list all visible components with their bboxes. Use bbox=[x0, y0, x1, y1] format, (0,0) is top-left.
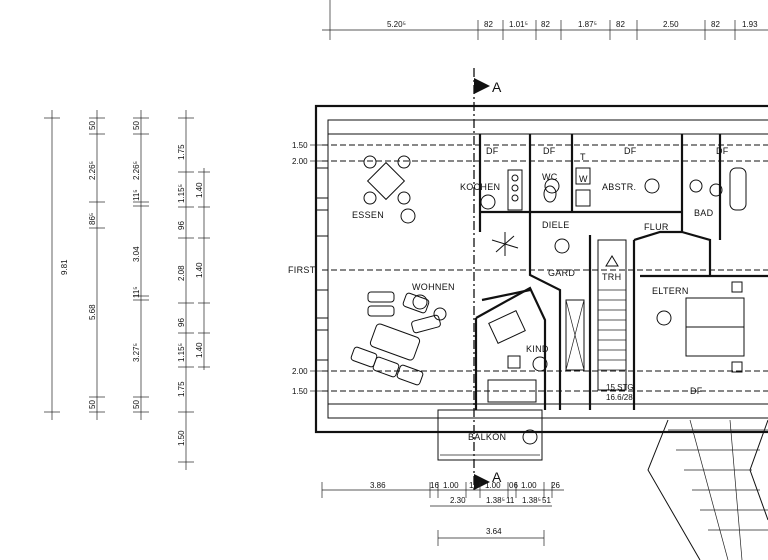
dim-left4-0: 1.40 bbox=[195, 182, 204, 198]
room-label-kind: KIND bbox=[526, 344, 549, 354]
detector-icon bbox=[544, 178, 560, 194]
dim-bottom2-1: 1.38⁵ bbox=[486, 496, 505, 505]
dormer bbox=[647, 419, 768, 560]
level-2: 2.00 bbox=[292, 157, 308, 166]
dim-bottom-2: 1.00 bbox=[443, 481, 459, 490]
dim-bottom2-4: 51 bbox=[542, 496, 551, 505]
detector-icon bbox=[522, 429, 538, 445]
df-label: DF bbox=[543, 146, 556, 156]
section-marker-bottom: A bbox=[492, 469, 502, 485]
dim-left2-3: 3.04 bbox=[132, 246, 141, 262]
w-label: W bbox=[579, 174, 588, 184]
dim-bottom-total: 3.64 bbox=[486, 527, 502, 536]
df-label: DF bbox=[624, 146, 637, 156]
room-label-first: FIRST bbox=[288, 265, 316, 275]
dim-left3-5: 1.15⁵ bbox=[177, 343, 186, 362]
detector-icon bbox=[644, 178, 660, 194]
room-label-balkon: BALKON bbox=[468, 432, 506, 442]
dim-bottom-1: 16 bbox=[430, 481, 439, 490]
section-line: A A bbox=[473, 68, 502, 490]
stair-note-1: 15 STG bbox=[606, 383, 634, 392]
dim-left1-3: 5.68 bbox=[88, 304, 97, 320]
room-label-trh: TRH bbox=[602, 272, 621, 282]
dim-left1-1: 2.26⁵ bbox=[88, 161, 97, 180]
dim-bottom-4: 1.00 bbox=[485, 481, 501, 490]
room-labels: ESSEN KOCHEN WC ABSTR. BAD DIELE FLUR GA… bbox=[288, 146, 729, 442]
dim-left2-5: 3.27⁵ bbox=[132, 343, 141, 362]
room-label-abstr: ABSTR. bbox=[602, 182, 636, 192]
room-label-eltern: ELTERN bbox=[652, 286, 689, 296]
detector-icon bbox=[532, 356, 548, 372]
dim-left1-0: 50 bbox=[88, 121, 97, 130]
dim-left2-2: 11⁵ bbox=[132, 189, 141, 201]
dim-bottom-6: 1.00 bbox=[521, 481, 537, 490]
roof-lines bbox=[322, 144, 768, 392]
detector-symbols bbox=[400, 178, 672, 445]
dim-bottom2-2: 11 bbox=[506, 496, 515, 505]
dim-left3-2: 96 bbox=[177, 221, 186, 230]
df-label: DF bbox=[486, 146, 499, 156]
room-label-wohnen: WOHNEN bbox=[412, 282, 455, 292]
left-dimension-chains: 9.81 50 2.26⁵ 86⁵ 5.68 50 50 2.26⁵ 11⁵ 3… bbox=[44, 110, 210, 470]
dim-bottom2-3: 1.38⁵ bbox=[522, 496, 541, 505]
level-3: 2.00 bbox=[292, 367, 308, 376]
dim-top-0: 5.20⁵ bbox=[387, 20, 406, 29]
dim-left3-7: 1.50 bbox=[177, 430, 186, 446]
interior-walls bbox=[474, 134, 768, 410]
dim-top-8: 1.93 bbox=[742, 20, 758, 29]
df-label: DF bbox=[716, 146, 729, 156]
room-label-kochen: KOCHEN bbox=[460, 182, 500, 192]
t-label: T bbox=[580, 152, 586, 162]
dim-bottom-7: 26 bbox=[551, 481, 560, 490]
dim-left3-4: 96 bbox=[177, 318, 186, 327]
dim-left3-3: 2.08 bbox=[177, 265, 186, 281]
dim-left-total: 9.81 bbox=[60, 259, 69, 275]
top-dimension-chain: 5.20⁵ 82 1.01⁵ 82 1.87⁵ 82 2.50 82 1.93 bbox=[322, 0, 768, 40]
dim-left2-0: 50 bbox=[132, 121, 141, 130]
level-4: 1.50 bbox=[292, 387, 308, 396]
room-label-diele: DIELE bbox=[542, 220, 570, 230]
dim-top-5: 82 bbox=[616, 20, 625, 29]
dim-left2-6: 50 bbox=[132, 400, 141, 409]
room-label-gard: GARD bbox=[548, 268, 575, 278]
dim-top-2: 1.01⁵ bbox=[509, 20, 528, 29]
dim-bottom2-0: 2.30 bbox=[450, 496, 466, 505]
room-label-essen: ESSEN bbox=[352, 210, 384, 220]
detector-icon bbox=[400, 208, 416, 224]
dim-left4-2: 1.40 bbox=[195, 342, 204, 358]
dim-left1-4: 50 bbox=[88, 400, 97, 409]
dim-bottom-5: 06 bbox=[509, 481, 518, 490]
dim-left3-0: 1.75 bbox=[177, 144, 186, 160]
dim-bottom-3: 11 bbox=[469, 481, 478, 490]
detector-icon bbox=[656, 310, 672, 326]
dim-top-4: 1.87⁵ bbox=[578, 20, 597, 29]
room-label-flur: FLUR bbox=[644, 222, 669, 232]
df-label: DF bbox=[690, 386, 703, 396]
room-label-bad: BAD bbox=[694, 208, 714, 218]
dim-top-6: 2.50 bbox=[663, 20, 679, 29]
detector-icon bbox=[480, 194, 496, 210]
dim-top-7: 82 bbox=[711, 20, 720, 29]
outer-walls bbox=[314, 104, 768, 434]
stair-note-2: 16.6/28 bbox=[606, 393, 633, 402]
room-label-wc: WC bbox=[542, 172, 558, 182]
section-marker-top: A bbox=[492, 79, 502, 95]
dim-left4-1: 1.40 bbox=[195, 262, 204, 278]
dim-top-1: 82 bbox=[484, 20, 493, 29]
dim-left3-1: 1.15⁵ bbox=[177, 184, 186, 203]
dim-left3-6: 1.75 bbox=[177, 381, 186, 397]
furniture bbox=[350, 155, 747, 461]
dim-left2-1: 2.26⁵ bbox=[132, 161, 141, 180]
dim-bottom-0: 3.86 bbox=[370, 481, 386, 490]
level-1: 1.50 bbox=[292, 141, 308, 150]
dim-top-3: 82 bbox=[541, 20, 550, 29]
bottom-dimension-chains: 3.86 16 1.00 11 1.00 06 1.00 26 2.30 1.3… bbox=[321, 481, 564, 546]
detector-icon bbox=[554, 238, 570, 254]
dim-left2-4: 11⁵ bbox=[132, 286, 141, 298]
dim-left1-2: 86⁵ bbox=[88, 213, 97, 225]
detector-icon bbox=[412, 294, 428, 310]
